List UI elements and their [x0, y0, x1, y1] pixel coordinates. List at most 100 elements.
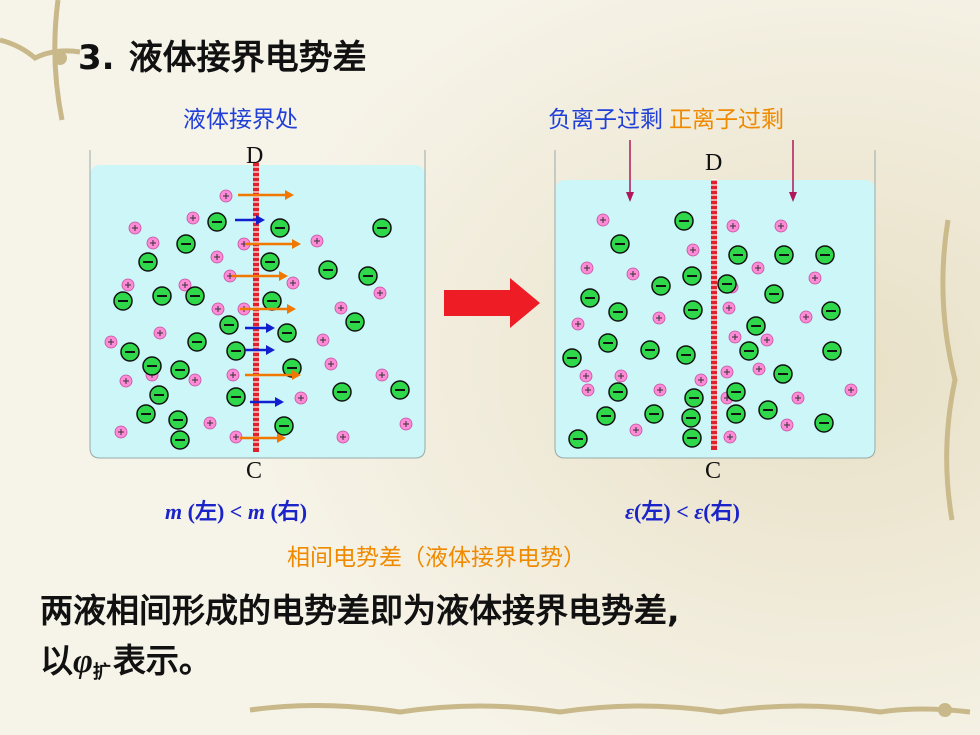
right-comparison-a: ε [625, 499, 635, 524]
negative-ion-icon [644, 404, 664, 424]
negative-ion-icon [142, 356, 162, 376]
negative-ion-icon [598, 333, 618, 353]
negative-ion-icon [170, 360, 190, 380]
positive-ion-icon [726, 219, 740, 233]
negative-ion-icon [113, 291, 133, 311]
negative-ion-icon [821, 301, 841, 321]
positive-ion-icon [375, 368, 389, 382]
positive-ion-icon [128, 221, 142, 235]
negative-ion-icon [358, 266, 378, 286]
positive-ion-icon [579, 369, 593, 383]
positive-ion-icon [373, 286, 387, 300]
positive-ion-icon [629, 423, 643, 437]
positive-ion-icon [211, 302, 225, 316]
positive-ion-icon [653, 383, 667, 397]
body-prefix: 以 [40, 641, 73, 680]
positive-ion-icon [596, 213, 610, 227]
arrow-right-icon [245, 239, 301, 249]
negative-ion-icon [120, 342, 140, 362]
negative-ion-icon [610, 234, 630, 254]
positive-ion-icon [722, 301, 736, 315]
negative-ion-icon [226, 387, 246, 407]
diagram-caption: 相间电势差（液体接界电势） [287, 545, 586, 571]
positive-ion-icon [104, 335, 118, 349]
negative-ion-icon [390, 380, 410, 400]
body-suffix: 表示。 [112, 641, 212, 680]
arrow-right-icon [245, 370, 301, 380]
arrow-right-icon [238, 190, 294, 200]
page-title: 3.液体接界电势差 [78, 30, 367, 79]
negative-ion-icon [270, 218, 290, 238]
positive-ion-icon [791, 391, 805, 405]
right-comparison-lt: < [676, 499, 689, 524]
left-panel-label: 液体接界处 [183, 107, 298, 133]
positive-ion-icon [186, 211, 200, 225]
negative-ion-icon [274, 416, 294, 436]
left-comparison-right: (右) [270, 499, 308, 524]
arrow-right-icon [245, 345, 275, 355]
positive-ion-icon [752, 362, 766, 376]
arrow-right-icon [240, 433, 286, 443]
positive-ion-icon [229, 430, 243, 444]
negative-ion-icon [684, 388, 704, 408]
positive-ion-icon [774, 219, 788, 233]
positive-ion-icon [780, 418, 794, 432]
right-label-negative: 负离子过剩 [548, 107, 663, 133]
positive-ion-icon [652, 311, 666, 325]
negative-ion-icon [764, 284, 784, 304]
left-beaker [89, 150, 426, 459]
negative-ion-icon [674, 211, 694, 231]
right-beaker [554, 150, 876, 459]
right-comparison-b: ε [694, 499, 704, 524]
left-bottom-letter: C [246, 458, 263, 484]
left-comparison-b: m [247, 499, 265, 524]
positive-ion-icon [146, 236, 160, 250]
negative-ion-icon [608, 302, 628, 322]
negative-ion-icon [332, 382, 352, 402]
negative-ion-icon [822, 341, 842, 361]
positive-ion-icon [336, 430, 350, 444]
positive-ion-icon [119, 374, 133, 388]
positive-ion-icon [114, 425, 128, 439]
positive-ion-icon [286, 276, 300, 290]
negative-ion-icon [149, 385, 169, 405]
negative-ion-icon [608, 382, 628, 402]
left-comparison-left: (左) [187, 499, 225, 524]
negative-ion-icon [219, 315, 239, 335]
negative-ion-icon [683, 300, 703, 320]
negative-ion-icon [739, 341, 759, 361]
negative-ion-icon [187, 332, 207, 352]
positive-ion-icon [694, 373, 708, 387]
label-pointer-arrows [626, 140, 797, 202]
positive-ion-icon [614, 369, 628, 383]
positive-ion-icon [581, 383, 595, 397]
negative-ion-icon [728, 245, 748, 265]
positive-ion-icon [219, 189, 233, 203]
negative-ion-icon [726, 404, 746, 424]
left-comparison: m (左) < m (右) [165, 494, 307, 526]
positive-ion-icon [188, 373, 202, 387]
negative-ion-icon [277, 323, 297, 343]
positive-ion-icon [728, 330, 742, 344]
negative-ion-icon [640, 340, 660, 360]
positive-ion-icon [203, 416, 217, 430]
arrow-right-icon [444, 278, 540, 328]
negative-ion-icon [773, 364, 793, 384]
junction-membrane [253, 161, 259, 452]
positive-ion-icon [226, 368, 240, 382]
right-bottom-letter: C [705, 458, 722, 484]
negative-ion-icon [372, 218, 392, 238]
body-paragraph: 两液相间形成的电势差即为液体接界电势差, 以φ扩表示。 [40, 586, 680, 698]
arrow-right-icon [245, 323, 275, 333]
negative-ion-icon [170, 430, 190, 450]
positive-ion-icon [751, 261, 765, 275]
negative-ion-icon [596, 406, 616, 426]
positive-ion-icon [720, 365, 734, 379]
phi-subscript: 扩 [92, 662, 111, 683]
arrow-right-icon [250, 397, 284, 407]
negative-ion-icon [226, 341, 246, 361]
positive-ion-icon [808, 271, 822, 285]
right-comparison-right: (右) [703, 499, 740, 524]
right-comparison: ε(左) < ε(右) [625, 494, 740, 526]
